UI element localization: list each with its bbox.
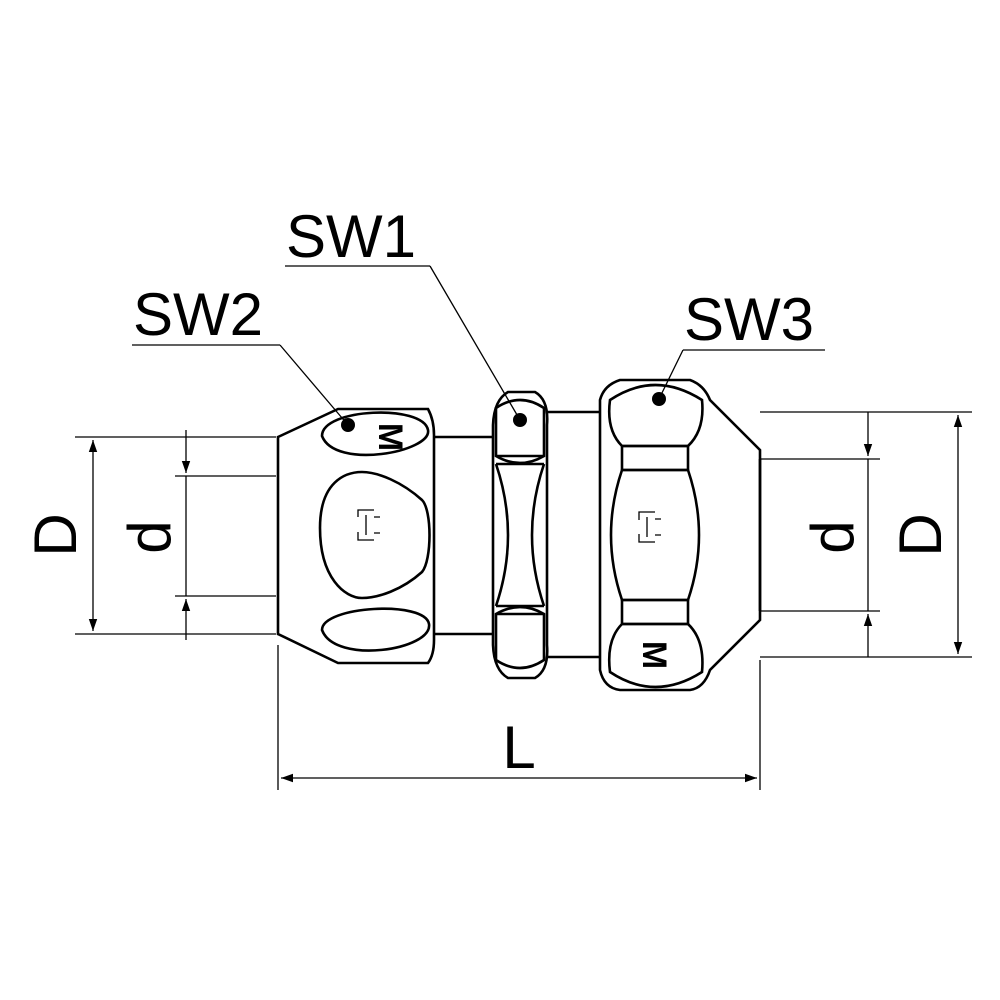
- right-nut-bottom-flat: [607, 622, 704, 689]
- fitting-body: M: [276, 378, 762, 692]
- mark-m-right: M: [635, 641, 673, 669]
- middle-hex-sw1: [491, 390, 549, 680]
- left-nut-bottom-flat: [320, 607, 431, 652]
- length-dimension: L: [277, 645, 761, 790]
- mark-m-left: M: [371, 423, 409, 451]
- label-sw2: SW2: [133, 281, 263, 348]
- manufacturer-logo-right: [638, 511, 661, 543]
- label-D-right: D: [887, 513, 954, 556]
- label-D-left: D: [22, 513, 89, 556]
- right-dimensions: d D: [760, 411, 972, 658]
- left-nut-center-flat: [318, 470, 431, 600]
- leader-sw2: SW2: [132, 281, 355, 432]
- manufacturer-logo-left: [357, 509, 380, 541]
- right-nut-sw3: M: [598, 378, 762, 692]
- label-sw3: SW3: [684, 286, 814, 353]
- leader-dot-sw1: [513, 413, 527, 427]
- leader-dot-sw3: [652, 392, 666, 406]
- label-d-right: d: [799, 520, 866, 553]
- leader-sw3: SW3: [652, 286, 825, 406]
- left-dimensions: D d: [22, 430, 276, 640]
- label-d-left: d: [116, 520, 183, 553]
- label-sw1: SW1: [286, 203, 416, 270]
- leader-dot-sw2: [341, 418, 355, 432]
- label-L: L: [502, 714, 535, 781]
- leader-sw1: SW1: [285, 203, 527, 427]
- hex-lower-flat: [494, 605, 546, 670]
- right-nut-top-flat: [607, 383, 704, 448]
- left-nut-sw2: M: [276, 407, 436, 665]
